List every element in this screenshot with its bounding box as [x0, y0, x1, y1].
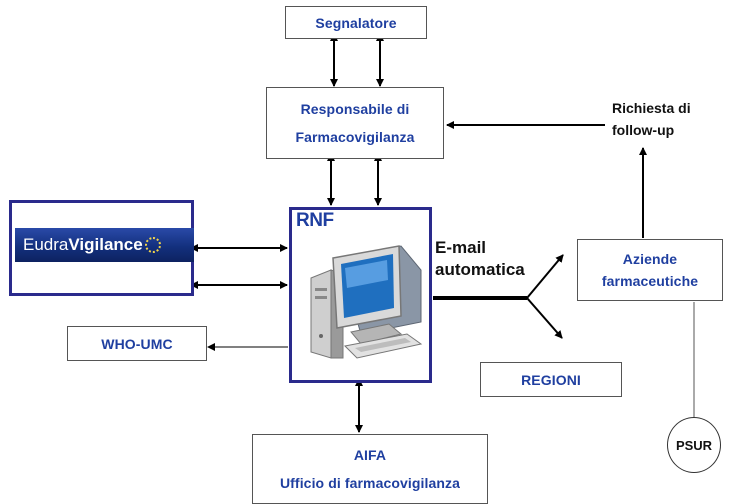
email-line1: E-mail — [435, 238, 487, 257]
aziende-line1: Aziende — [622, 251, 678, 267]
aziende-line2: farmaceutiche — [601, 273, 699, 289]
who-umc-box: WHO-UMC — [67, 326, 207, 361]
arrow-email-aziende — [526, 254, 564, 299]
eu-stars-icon — [144, 237, 161, 253]
responsabile-box: Responsabile di Farmacovigilanza — [266, 87, 444, 159]
aifa-line1: AIFA — [353, 447, 387, 463]
eudravigilance-text-vigilance: Vigilance — [68, 235, 143, 254]
eudravigilance-text-eudra: Eudra — [23, 235, 69, 254]
richiesta-line1: Richiesta di — [612, 100, 691, 116]
psur-circle: PSUR — [667, 417, 721, 473]
regioni-label: REGIONI — [521, 371, 581, 388]
regioni-box: REGIONI — [480, 362, 622, 397]
richiesta-label: Richiesta di follow-up — [612, 97, 691, 141]
segnalatore-box: Segnalatore — [285, 6, 427, 39]
aifa-box: AIFA Ufficio di farmacovigilanza — [252, 434, 488, 504]
segnalatore-label: Segnalatore — [315, 14, 397, 31]
arrow-email-regioni — [526, 297, 563, 339]
computer-icon — [310, 245, 423, 359]
email-label: E-mail automatica — [435, 237, 525, 281]
psur-label: PSUR — [675, 437, 713, 453]
aifa-line2: Ufficio di farmacovigilanza — [279, 475, 461, 491]
richiesta-line2: follow-up — [612, 122, 675, 138]
who-umc-label: WHO-UMC — [101, 335, 173, 352]
rnf-title: RNF — [296, 210, 334, 231]
aziende-box: Aziende farmaceutiche — [577, 239, 723, 301]
rnf-box: RNF — [289, 207, 432, 383]
responsabile-line2: Farmacovigilanza — [295, 129, 415, 145]
email-line2: automatica — [435, 260, 525, 279]
responsabile-line1: Responsabile di — [300, 101, 410, 117]
